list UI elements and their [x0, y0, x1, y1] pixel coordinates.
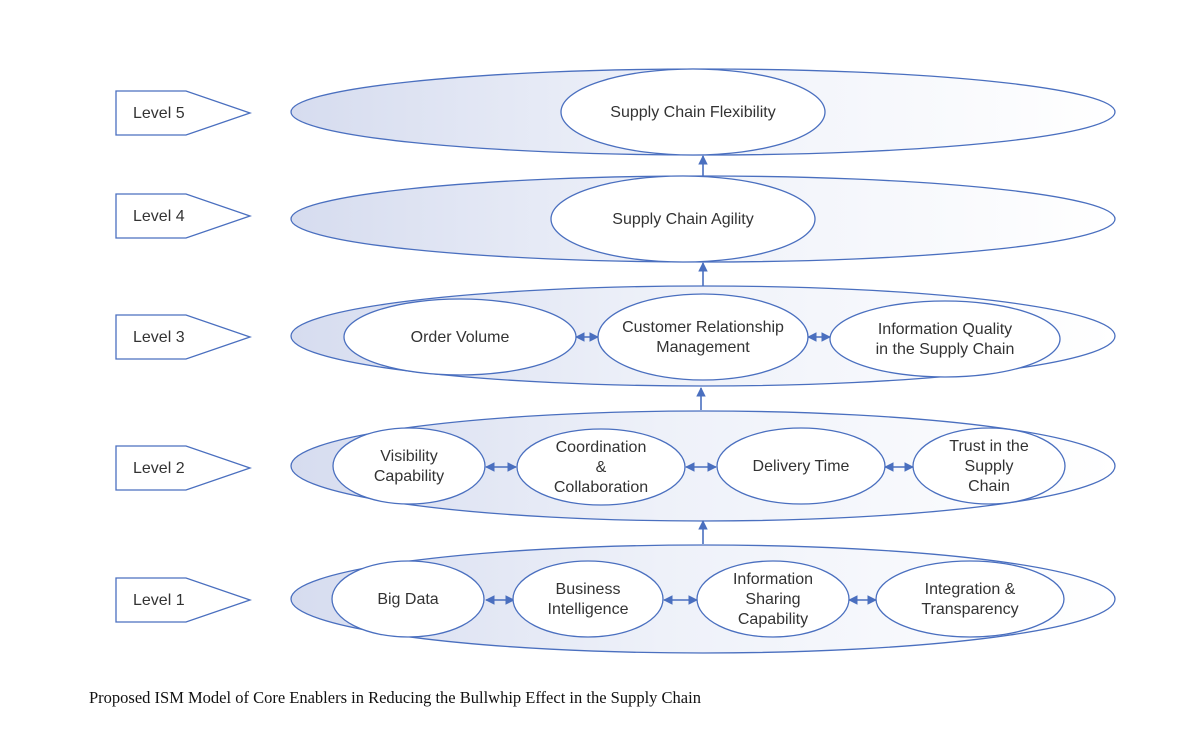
level-label: Level 5: [133, 105, 185, 122]
node-integration-transparency: Integration & Transparency: [875, 560, 1065, 638]
node-label-line: Integration &: [925, 581, 1016, 598]
node-information-quality: Information Quality in the Supply Chain: [829, 300, 1061, 378]
level-badges: Level 5 Level 4 Level 3 Level 2 Level 1: [115, 90, 252, 623]
node-label-line: Visibility: [380, 448, 438, 465]
node-label-line: Information: [733, 571, 813, 588]
node-label-line: Collaboration: [554, 479, 648, 496]
node-label-line: Management: [656, 339, 750, 356]
node-label-line: Capability: [738, 611, 808, 628]
level-badge-5: Level 5: [115, 90, 252, 136]
node-label-line: Supply Chain Agility: [612, 211, 753, 228]
node-big-data: Big Data: [331, 560, 485, 638]
node-label-line: Customer Relationship: [622, 319, 784, 336]
peer-arrows: [485, 332, 914, 605]
enabler-nodes: Supply Chain Flexibility Supply Chain Ag…: [331, 68, 1066, 638]
node-label-line: Supply Chain Flexibility: [610, 104, 775, 121]
node-label-line: Supply: [965, 458, 1014, 475]
node-label: Information Quality in the Supply Chain: [876, 321, 1015, 358]
node-label-line: Sharing: [745, 591, 800, 608]
level-badge-3: Level 3: [115, 314, 252, 360]
level-badge-4: Level 4: [115, 193, 252, 239]
node-label-line: Transparency: [921, 601, 1018, 618]
level-badge-2: Level 2: [115, 445, 252, 491]
node-order-volume: Order Volume: [343, 298, 577, 376]
node-delivery-time: Delivery Time: [716, 427, 886, 505]
level-badge-1: Level 1: [115, 577, 252, 623]
node-label-line: Big Data: [377, 591, 438, 608]
node-label: Delivery Time: [753, 458, 850, 475]
node-label-line: Capability: [374, 468, 444, 485]
node-label-line: Delivery Time: [753, 458, 850, 475]
node-supply-chain-flexibility: Supply Chain Flexibility: [560, 68, 826, 156]
level-label: Level 4: [133, 208, 185, 225]
node-label-line: &: [596, 459, 607, 476]
node-label-line: in the Supply Chain: [876, 341, 1015, 358]
figure-caption: Proposed ISM Model of Core Enablers in R…: [89, 688, 701, 707]
level-label: Level 3: [133, 329, 185, 346]
node-label-line: Order Volume: [411, 329, 510, 346]
node-label-line: Trust in the: [949, 438, 1029, 455]
node-label-line: Information Quality: [878, 321, 1012, 338]
node-label-line: Business: [556, 581, 621, 598]
node-coordination-collaboration: Coordination & Collaboration: [516, 428, 686, 506]
node-label: Integration & Transparency: [921, 581, 1018, 618]
node-label-line: Coordination: [556, 439, 647, 456]
node-label: Supply Chain Agility: [612, 211, 753, 228]
node-label: Big Data: [377, 591, 438, 608]
node-label-line: Chain: [968, 478, 1010, 495]
level-label: Level 1: [133, 592, 185, 609]
level-label: Level 2: [133, 460, 185, 477]
node-label: Coordination & Collaboration: [554, 439, 648, 496]
level-arrows: [696, 155, 708, 544]
node-label: Supply Chain Flexibility: [610, 104, 775, 121]
node-supply-chain-agility: Supply Chain Agility: [550, 175, 816, 263]
node-label: Order Volume: [411, 329, 510, 346]
node-label-line: Intelligence: [548, 601, 629, 618]
